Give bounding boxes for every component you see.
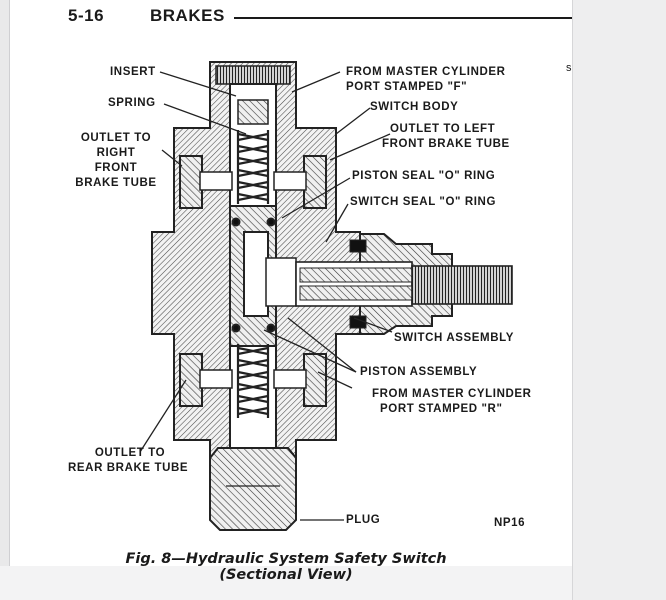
label-piston-seal: PISTON SEAL "O" RING <box>352 170 496 182</box>
switch-assembly <box>295 233 513 335</box>
label-outlet-right-2: RIGHT <box>96 147 136 159</box>
label-spring: SPRING <box>108 97 156 109</box>
insert <box>215 65 291 85</box>
label-from-mc-r-1: FROM MASTER CYLINDER <box>372 388 532 400</box>
leader-lines <box>139 71 393 521</box>
label-switch-seal: SWITCH SEAL "O" RING <box>350 196 497 208</box>
viewer-bottom-margin <box>0 566 572 600</box>
label-piston-assembly: PISTON ASSEMBLY <box>360 366 478 378</box>
label-plug: PLUG <box>346 514 381 526</box>
label-outlet-rear-2: REAR BRAKE TUBE <box>68 462 189 474</box>
label-outlet-right-4: BRAKE TUBE <box>75 177 157 189</box>
label-outlet-left-2: FRONT BRAKE TUBE <box>382 138 510 150</box>
piston-assembly <box>229 205 297 347</box>
label-outlet-right-3: FRONT <box>94 162 138 174</box>
label-outlet-rear-1: OUTLET TO <box>94 447 166 459</box>
label-from-mc-f-2: PORT STAMPED "F" <box>346 81 468 93</box>
figure-caption-line2: (Sectional View) <box>219 567 353 583</box>
label-switch-assembly: SWITCH ASSEMBLY <box>394 332 514 344</box>
stray-mark: s <box>566 62 572 74</box>
upper-spring <box>236 99 270 204</box>
header-rule <box>234 17 572 19</box>
viewer-right-margin <box>572 0 666 600</box>
section-number: 5-16 <box>68 6 105 25</box>
label-switch-body: SWITCH BODY <box>370 101 459 113</box>
label-outlet-right-1: OUTLET TO <box>80 132 152 144</box>
figure-code: NP16 <box>494 517 526 529</box>
viewer-left-margin <box>0 0 10 600</box>
label-outlet-left-1: OUTLET TO LEFT <box>390 123 496 135</box>
safety-switch-diagram <box>139 61 513 531</box>
plug <box>209 447 297 531</box>
figure-caption: Fig. 8—Hydraulic System Safety Switch (S… <box>0 551 572 583</box>
lower-spring <box>236 344 270 418</box>
label-from-mc-f-1: FROM MASTER CYLINDER <box>346 66 506 78</box>
section-title: BRAKES <box>150 6 225 25</box>
label-insert: INSERT <box>110 66 156 78</box>
label-from-mc-r-2: PORT STAMPED "R" <box>380 403 503 415</box>
outlet-ports <box>179 155 327 407</box>
figure-caption-line1: Fig. 8—Hydraulic System Safety Switch <box>125 551 447 567</box>
